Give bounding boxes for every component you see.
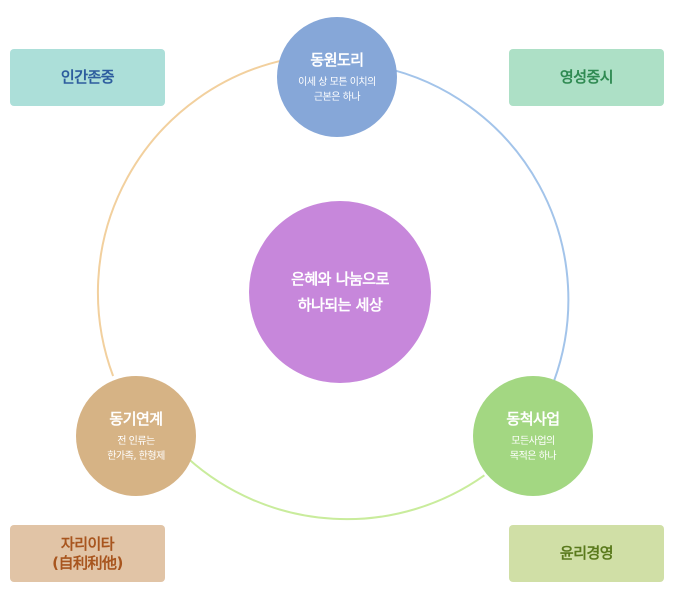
node-desc-line: 근본은 하나 (313, 91, 361, 103)
node-title: 동척사업 (506, 409, 560, 428)
node-title: 동기연계 (109, 409, 163, 428)
node-desc-line: 모든사업의 (511, 435, 555, 447)
value-sublabel: (自利利他) (52, 553, 123, 572)
node-dongcheok: 동척사업 모든사업의 목적은 하나 (473, 376, 593, 496)
node-desc-line: 목적은 하나 (509, 450, 557, 462)
node-desc-line: 한가족, 한형제 (107, 450, 165, 462)
node-dongki: 동기연계 전 인류는 한가족, 한형제 (76, 376, 196, 496)
value-box-yunri: 윤리경영 (509, 525, 664, 582)
ring-arc-bottom (187, 457, 485, 521)
node-description: 모든사업의 목적은 하나 (509, 434, 557, 464)
node-desc-line: 전 인류는 (117, 435, 155, 447)
value-label: 윤리경영 (559, 544, 614, 562)
node-description: 이세 상 모튼 이치의 근본은 하나 (298, 75, 376, 105)
center-text-line: 하나되는 세상 (297, 296, 383, 314)
node-dongwon: 동원도리 이세 상 모튼 이치의 근본은 하나 (277, 17, 397, 137)
ring-arc-right (381, 66, 570, 382)
value-box-jari: 자리이타 (自利利他) (10, 525, 165, 582)
center-text-line: 은혜와 나눔으로 (291, 270, 389, 288)
center-node: 은혜와 나눔으로 하나되는 세상 (249, 201, 431, 383)
value-label: 인간존중 (60, 68, 115, 86)
node-description: 전 인류는 한가족, 한형제 (107, 434, 165, 464)
value-label: 자리이타 (60, 534, 115, 553)
value-box-young: 영성중시 (509, 49, 664, 106)
value-box-ingan: 인간존중 (10, 49, 165, 106)
value-label: 영성중시 (559, 68, 614, 86)
ring-arc-left (96, 58, 287, 377)
node-title: 동원도리 (310, 50, 364, 69)
node-desc-line: 이세 상 모튼 이치의 (298, 76, 376, 88)
